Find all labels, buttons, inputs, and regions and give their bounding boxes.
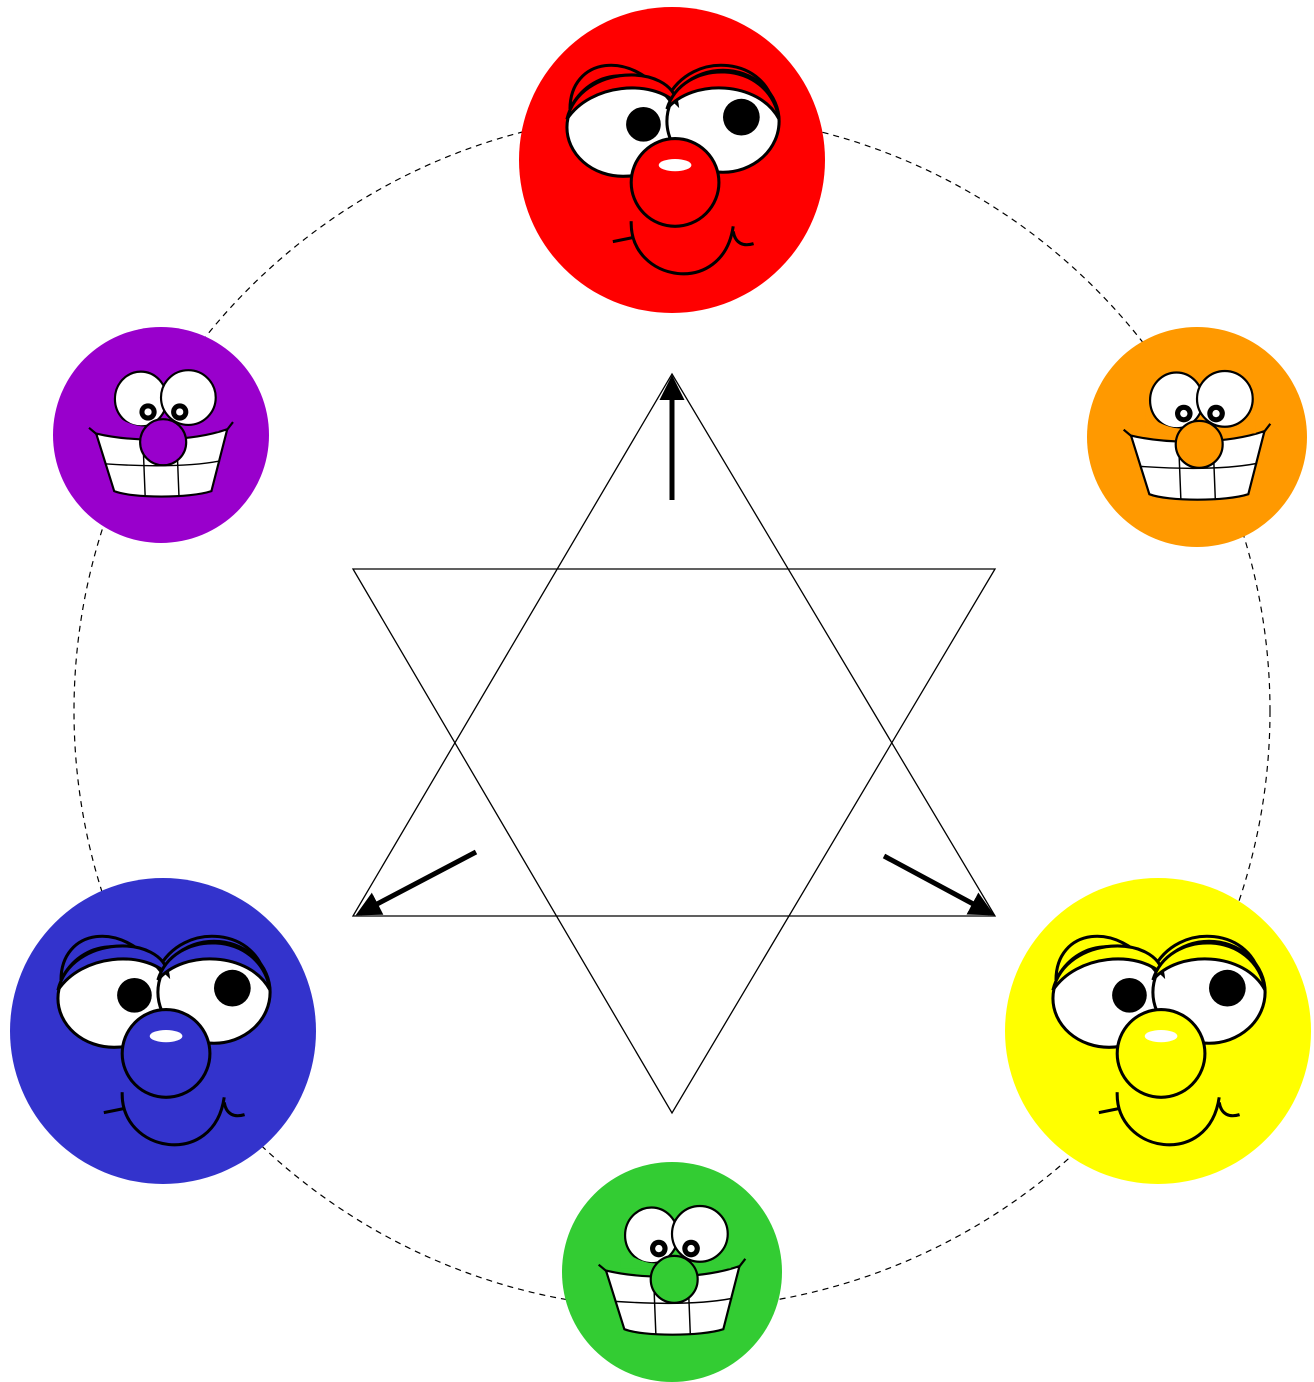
red-nose-highlight bbox=[659, 159, 692, 171]
green-left-glint bbox=[655, 1245, 662, 1252]
green-right-eye bbox=[672, 1206, 728, 1262]
face-red bbox=[519, 7, 825, 313]
blue-right-pupil bbox=[214, 970, 251, 1007]
orange-left-glint bbox=[1180, 410, 1187, 417]
yellow-left-pupil bbox=[1112, 978, 1147, 1013]
orange-left-eye bbox=[1150, 372, 1203, 428]
arrow-down-right bbox=[884, 856, 990, 913]
red-right-pupil bbox=[723, 99, 760, 136]
purple-right-eye bbox=[161, 370, 216, 425]
green-right-glint bbox=[687, 1245, 694, 1252]
green-left-eye bbox=[625, 1207, 678, 1263]
blue-nose-highlight bbox=[150, 1030, 183, 1042]
blue-nose bbox=[122, 1010, 210, 1098]
purple-right-glint bbox=[176, 408, 183, 415]
face-yellow bbox=[1005, 878, 1311, 1184]
orange-right-glint bbox=[1212, 410, 1219, 417]
purple-nose bbox=[140, 419, 186, 465]
face-purple bbox=[53, 327, 269, 543]
face-blue bbox=[10, 878, 316, 1184]
face-green bbox=[562, 1162, 782, 1382]
purple-left-eye bbox=[115, 372, 167, 427]
green-nose bbox=[651, 1256, 698, 1303]
downward-triangle bbox=[353, 569, 995, 1113]
arrows bbox=[360, 380, 990, 913]
faces bbox=[10, 7, 1311, 1382]
orange-nose bbox=[1176, 421, 1223, 468]
arrow-down-left bbox=[360, 852, 476, 913]
yellow-right-pupil bbox=[1209, 970, 1246, 1007]
red-left-pupil bbox=[626, 107, 661, 142]
blue-left-pupil bbox=[117, 978, 152, 1013]
yellow-nose bbox=[1117, 1010, 1205, 1098]
red-nose bbox=[631, 139, 719, 227]
orange-right-eye bbox=[1197, 371, 1253, 427]
purple-left-glint bbox=[144, 408, 151, 415]
face-orange bbox=[1087, 327, 1307, 547]
yellow-nose-highlight bbox=[1145, 1030, 1178, 1042]
